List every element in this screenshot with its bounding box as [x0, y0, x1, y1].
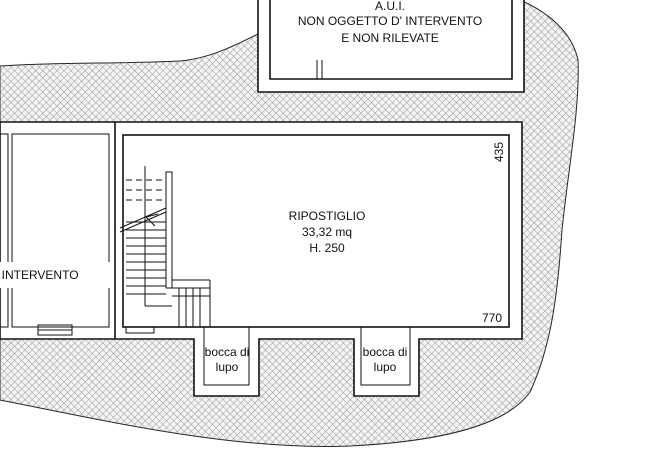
left-room [0, 122, 120, 339]
room-area: 33,32 mq [302, 225, 352, 239]
light-well-2-label-line2: lupo [374, 360, 397, 374]
light-well-1 [203, 326, 250, 386]
light-well-1-label-line1: bocca di [205, 345, 250, 359]
room-name: RIPOSTIGLIO [289, 209, 366, 223]
aui-note-line1: NON OGGETTO D' INTERVENTO [298, 14, 482, 28]
staircase [119, 166, 211, 334]
left-room-label: ' INTERVENTO [0, 268, 79, 282]
room-height: H. 250 [309, 241, 345, 255]
light-well-1-label-line2: lupo [216, 360, 239, 374]
light-well-2-label-line1: bocca di [363, 345, 408, 359]
light-well-2 [360, 326, 411, 386]
aui-title: A.U.I. [375, 0, 405, 13]
aui-room [257, 0, 525, 93]
aui-note-line2: E NON RILEVATE [341, 31, 439, 45]
dimension-width: 770 [482, 311, 502, 325]
dimension-depth: 435 [492, 142, 506, 162]
